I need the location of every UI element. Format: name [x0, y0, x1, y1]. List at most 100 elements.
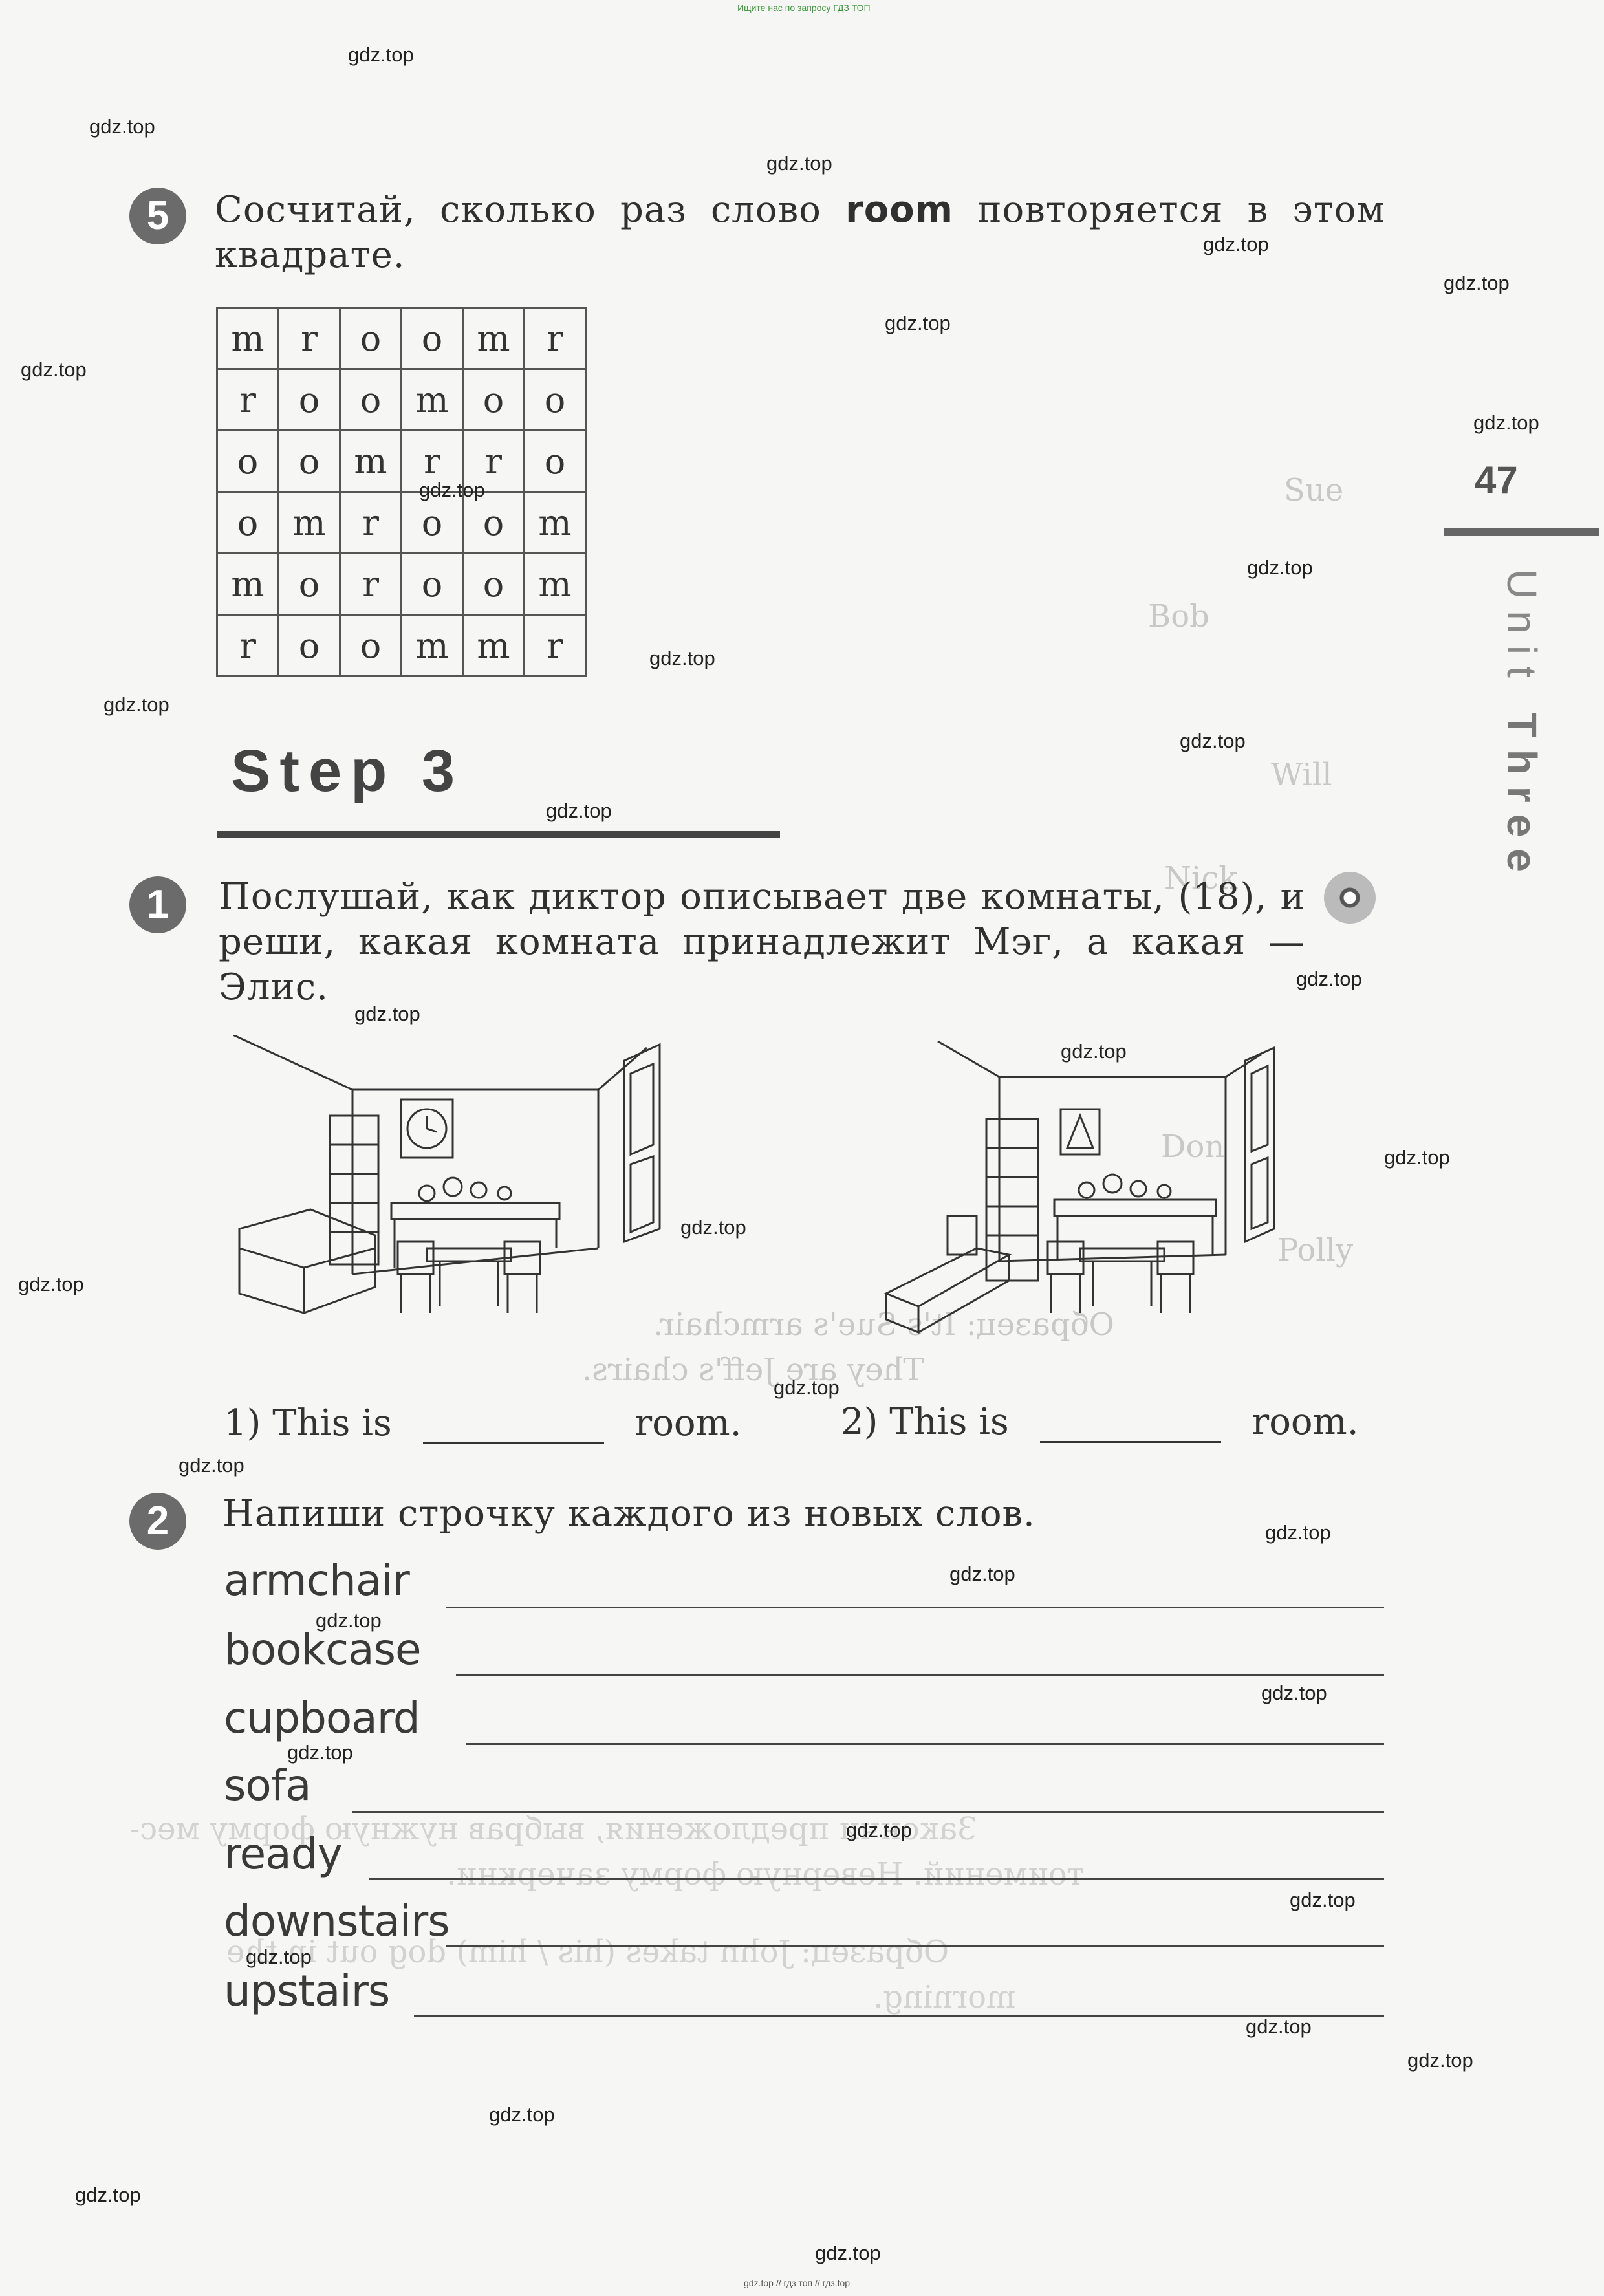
watermark: gdz.top — [1203, 233, 1269, 255]
vocab-word-bookcase: bookcase — [224, 1625, 422, 1674]
grid-cell: o — [523, 429, 587, 493]
unit-label: Unit Three — [1499, 569, 1545, 883]
grid-cell: o — [216, 491, 279, 554]
watermark: gdz.top — [1265, 1521, 1331, 1544]
watermark: gdz.top — [1061, 1040, 1127, 1063]
watermark: gdz.top — [546, 799, 612, 822]
room-illustration-2 — [883, 1040, 1275, 1334]
show-through-name-polly: Polly — [1277, 1232, 1354, 1268]
writing-line-downstairs[interactable] — [446, 1945, 1384, 1947]
grid-cell: m — [216, 552, 279, 616]
task1-text: Послушай, как диктор описывает две комна… — [219, 876, 1305, 1008]
watermark: gdz.top — [18, 1273, 84, 1295]
grid-cell: o — [277, 429, 341, 493]
show-through-name-nick: Nick — [1164, 860, 1238, 896]
grid-cell: r — [523, 307, 587, 370]
watermark: gdz.top — [1290, 1889, 1356, 1911]
writing-line-sofa[interactable] — [352, 1811, 1384, 1813]
watermark: gdz.top — [1247, 556, 1313, 579]
task1-badge: 1 — [129, 876, 186, 933]
answer-blank-2[interactable] — [1039, 1402, 1221, 1443]
task5-badge: 5 — [129, 188, 186, 244]
watermark: gdz.top — [287, 1741, 353, 1764]
watermark: gdz.top — [21, 358, 87, 381]
grid-cell: o — [277, 368, 341, 431]
grid-cell: o — [216, 429, 279, 493]
grid-cell: o — [462, 552, 525, 616]
grid-cell: r — [277, 307, 341, 370]
grid-cell: o — [339, 368, 402, 431]
watermark: gdz.top — [949, 1563, 1015, 1585]
grid-cell: o — [462, 368, 525, 431]
grid-cell: m — [339, 429, 402, 493]
watermark: gdz.top — [649, 647, 715, 669]
page-number: 47 — [1475, 459, 1518, 502]
show-through-task4-line2: тоимений. Неверную форму зачеркни. — [446, 1856, 1085, 1892]
watermark: gdz.top — [316, 1609, 382, 1632]
answer-line-2: 2) This is room. — [841, 1401, 1359, 1443]
unit-divider — [1444, 528, 1599, 536]
grid-cell: o — [339, 614, 402, 677]
watermark: gdz.top — [815, 2242, 881, 2264]
grid-cell: o — [400, 307, 464, 370]
show-through-task4-line4: morning. — [873, 1979, 1016, 2015]
watermark: gdz.top — [1473, 411, 1539, 434]
writing-line-cupboard[interactable] — [466, 1743, 1384, 1745]
watermark: gdz.top — [103, 693, 169, 716]
task2-badge: 2 — [129, 1493, 186, 1550]
grid-cell: r — [523, 614, 587, 677]
writing-line-armchair[interactable] — [446, 1607, 1384, 1608]
grid-cell: o — [277, 552, 341, 616]
task2-text: Напиши строчку каждого из новых слов. — [222, 1493, 1035, 1535]
writing-line-bookcase[interactable] — [456, 1674, 1384, 1676]
step-title: Step 3 — [231, 738, 464, 804]
watermark: gdz.top — [1261, 1682, 1327, 1704]
watermark: gdz.top — [348, 43, 414, 66]
watermark: gdz.top — [75, 2183, 141, 2206]
vocab-word-cupboard: cupboard — [224, 1693, 420, 1743]
watermark: gdz.top — [1384, 1146, 1450, 1169]
watermark: gdz.top — [246, 1945, 312, 1968]
watermark: gdz.top — [1180, 730, 1246, 752]
grid-cell: r — [462, 429, 525, 493]
grid-cell: m — [462, 614, 525, 677]
watermark: gdz.top — [1296, 968, 1362, 990]
grid-cell: o — [462, 491, 525, 554]
grid-cell: o — [400, 491, 464, 554]
room-illustration-1 — [233, 1035, 661, 1314]
answer-line-1: 1) This is room. — [224, 1402, 742, 1444]
show-through-name-will: Will — [1271, 757, 1332, 793]
vocab-word-ready: ready — [224, 1829, 343, 1879]
vocab-word-sofa: sofa — [224, 1760, 311, 1810]
footer-link[interactable]: gdz.top // гдз топ // гдз.top — [744, 2278, 851, 2288]
grid-cell: r — [339, 552, 402, 616]
writing-line-upstairs[interactable] — [414, 2015, 1384, 2017]
watermark: gdz.top — [1407, 2049, 1473, 2072]
grid-cell: o — [523, 368, 587, 431]
header-link[interactable]: Ищите нас по запросу ГДЗ ТОП — [737, 3, 871, 13]
audio-cd-icon[interactable] — [1324, 872, 1376, 924]
watermark: gdz.top — [1246, 2015, 1312, 2038]
watermark: gdz.top — [1444, 272, 1510, 294]
writing-line-ready[interactable] — [369, 1878, 1384, 1880]
grid-cell: m — [277, 491, 341, 554]
grid-cell: r — [400, 429, 464, 493]
show-through-name-don: Don — [1161, 1129, 1225, 1165]
answer-blank-1[interactable] — [422, 1403, 604, 1444]
vocab-word-upstairs: upstairs — [224, 1966, 390, 2016]
watermark: gdz.top — [680, 1216, 746, 1239]
grid-cell: o — [339, 307, 402, 370]
step-underline — [217, 831, 780, 838]
watermark: gdz.top — [89, 115, 155, 138]
show-through-name-bob: Bob — [1148, 598, 1209, 634]
grid-cell: r — [216, 614, 279, 677]
watermark: gdz.top — [419, 479, 485, 501]
watermark: gdz.top — [766, 152, 832, 175]
